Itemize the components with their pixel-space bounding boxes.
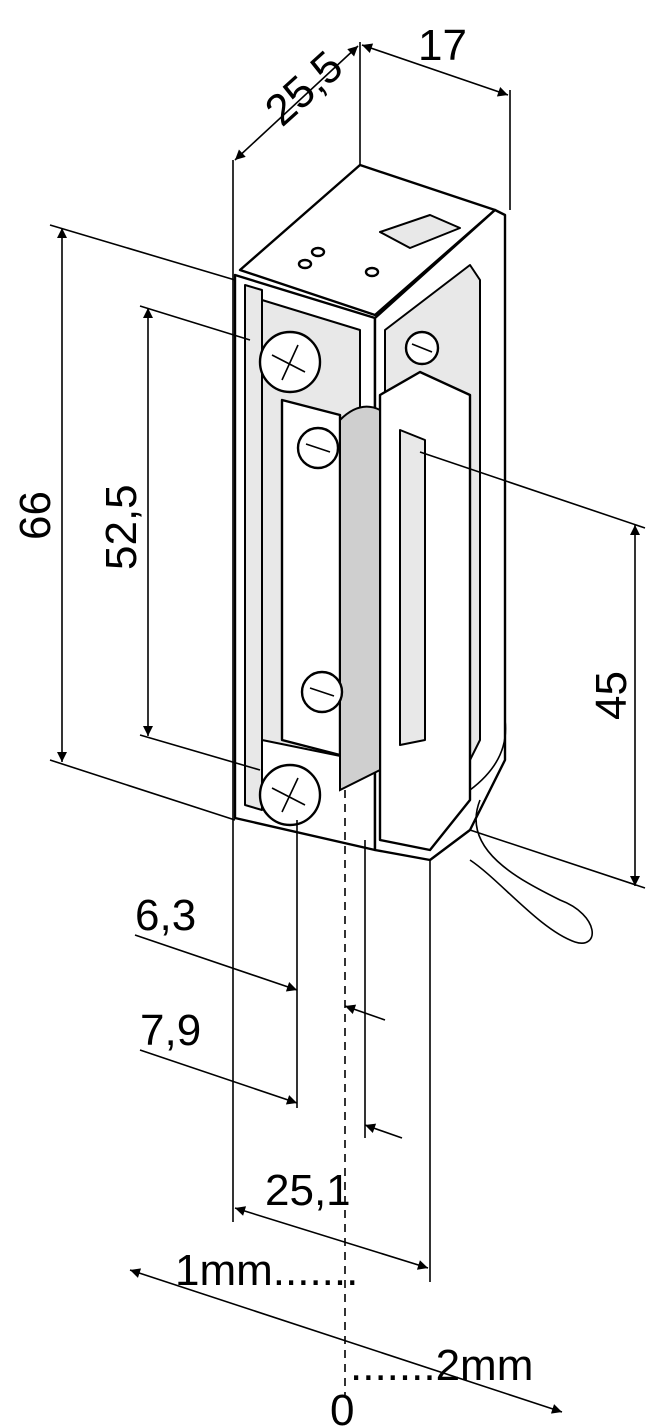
dim-offset-a-label: 6,3 [135,891,196,940]
dim-screw-spacing-label: 52,5 [97,484,146,570]
adjust-zero-label: 0 [330,1386,354,1428]
dimension-lines [57,43,640,1414]
dim-total-height-label: 66 [11,491,60,540]
top-slot [379,214,461,249]
screw-icon [258,763,322,827]
wire [469,719,593,944]
adjust-left-label: 1mm....... [175,1246,358,1295]
screw-icon [296,426,340,470]
screw-icon [258,330,322,394]
dim-depth-label: 25,5 [256,42,352,136]
electric-strike-body [233,163,593,944]
dim-plate-width-label: 17 [418,21,467,70]
latch [339,405,381,792]
screw-icon [404,330,440,366]
dim-body-width-label: 25,1 [265,1166,351,1215]
screws [258,330,440,827]
adjust-right-label: .......2mm [350,1341,533,1390]
dim-latch-height-label: 45 [587,671,636,720]
dim-offset-b-label: 7,9 [140,1006,201,1055]
screw-icon [300,670,344,714]
